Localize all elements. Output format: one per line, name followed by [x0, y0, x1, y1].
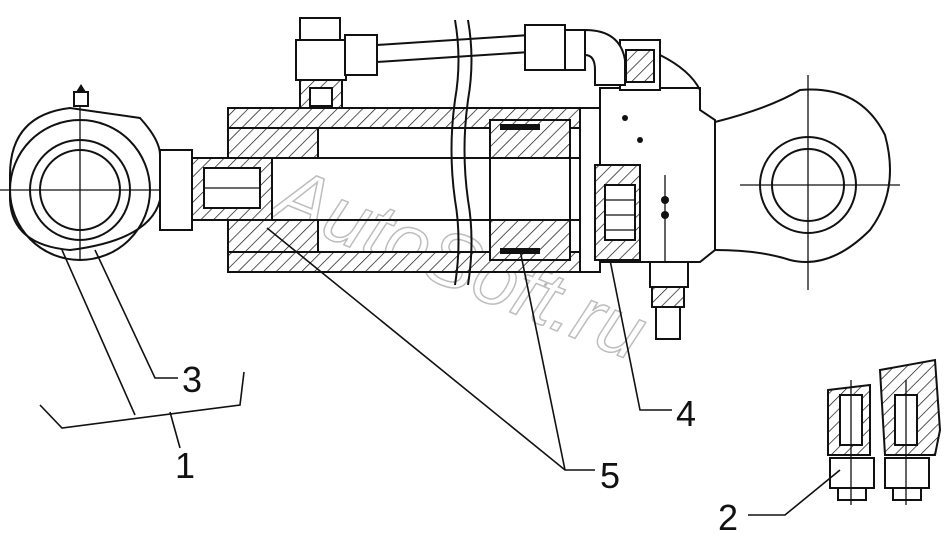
callout-5: 5 — [600, 455, 620, 496]
detail-fittings — [827, 358, 942, 505]
leader-lines — [39, 227, 841, 516]
rod-eye-right — [714, 75, 900, 290]
break-lines — [450, 19, 473, 286]
callout-1: 1 — [175, 445, 195, 486]
hydraulic-pipe — [295, 17, 626, 109]
callout-2: 2 — [718, 497, 738, 538]
valve-block — [594, 39, 716, 340]
rod-eye-left — [0, 84, 161, 261]
callout-3: 3 — [182, 359, 202, 400]
rod-clevis-neck — [159, 149, 273, 231]
callout-4: 4 — [676, 393, 696, 434]
